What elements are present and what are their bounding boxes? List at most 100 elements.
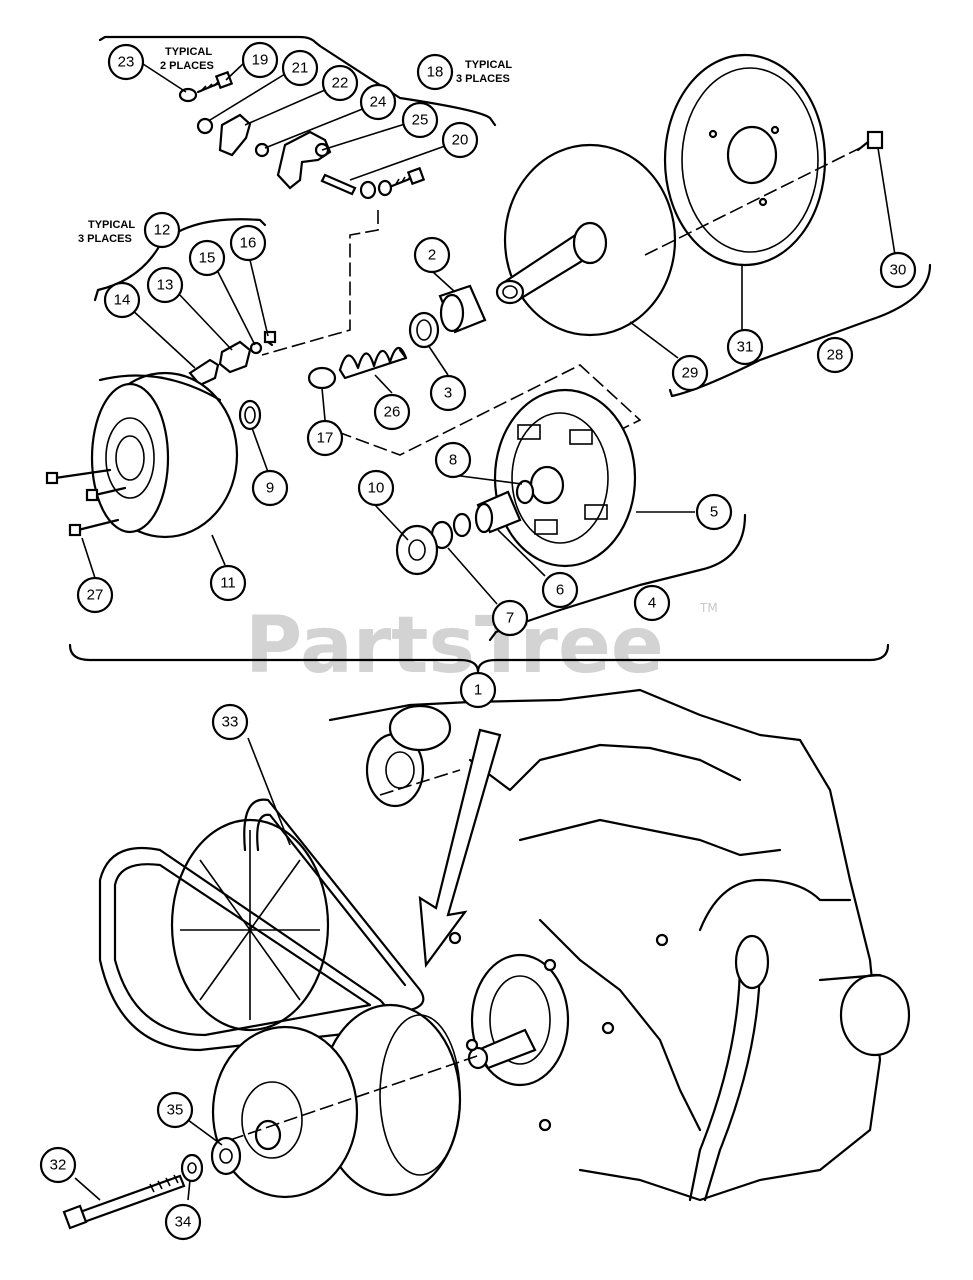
callout-15: 15	[188, 239, 226, 277]
callout-10: 10	[357, 469, 395, 507]
svg-text:18: 18	[427, 64, 444, 81]
watermark-trademark: TM	[699, 601, 718, 615]
callout-18: 18	[416, 53, 454, 91]
callout-33: 33	[211, 703, 249, 741]
svg-text:22: 22	[332, 75, 349, 92]
svg-text:13: 13	[157, 277, 174, 294]
bracket-4	[488, 513, 747, 642]
spring-26	[338, 346, 408, 380]
svg-text:16: 16	[240, 235, 257, 252]
callout-5: 5	[695, 493, 733, 531]
svg-text:3: 3	[444, 385, 452, 402]
note-typical-3-places-left-line2: 3 PLACES	[78, 233, 132, 245]
leader-lines	[74, 61, 896, 1201]
bracket-18	[98, 35, 497, 127]
washer-34	[180, 1153, 204, 1183]
lever-22	[218, 113, 252, 157]
callout-27: 27	[76, 576, 114, 614]
svg-text:19: 19	[252, 52, 269, 69]
washer-21	[196, 117, 214, 135]
callout-29: 29	[671, 354, 709, 392]
ring-3	[408, 311, 440, 349]
bushing-6	[474, 490, 522, 534]
callout-9: 9	[251, 469, 289, 507]
svg-text:28: 28	[827, 347, 844, 364]
callout-8: 8	[434, 441, 472, 479]
bolt-30	[856, 130, 884, 152]
callout-30: 30	[879, 251, 917, 289]
svg-text:24: 24	[370, 94, 387, 111]
callout-3: 3	[429, 374, 467, 412]
svg-text:1: 1	[474, 682, 482, 699]
roller-13	[218, 340, 252, 374]
svg-text:17: 17	[317, 430, 334, 447]
callout-24: 24	[359, 83, 397, 121]
svg-text:4: 4	[648, 595, 656, 612]
guide-line-center	[337, 364, 642, 456]
callout-2: 2	[413, 236, 451, 274]
clutch-cover-11	[90, 371, 239, 539]
svg-text:35: 35	[167, 1102, 184, 1119]
driven-sheave-29	[495, 143, 677, 337]
guide-line-weights	[261, 210, 379, 356]
engine-illustration	[98, 688, 911, 1202]
callout-12: 12	[143, 211, 181, 249]
callout-11: 11	[209, 564, 247, 602]
callout-19: 19	[241, 41, 279, 79]
callout-14: 14	[103, 281, 141, 319]
screws-27	[45, 468, 127, 537]
bolt-32	[62, 1174, 186, 1230]
svg-text:11: 11	[220, 575, 236, 592]
note-typical-2-places-line2: 2 PLACES	[160, 60, 214, 72]
callout-16: 16	[229, 224, 267, 262]
svg-text:31: 31	[737, 339, 754, 356]
svg-text:7: 7	[506, 610, 514, 627]
washer-10	[395, 524, 439, 576]
svg-text:10: 10	[368, 480, 385, 497]
svg-text:27: 27	[87, 587, 104, 604]
ring-8b	[452, 512, 472, 538]
callout-17: 17	[306, 419, 344, 457]
callout-6: 6	[541, 571, 579, 609]
callout-4: 4	[633, 584, 671, 622]
svg-text:32: 32	[50, 1157, 67, 1174]
note-typical-2-places-line1: TYPICAL	[165, 46, 212, 58]
bushing-2	[438, 284, 487, 334]
callout-26: 26	[373, 393, 411, 431]
callout-23: 23	[107, 43, 145, 81]
guide-line-31	[644, 147, 861, 256]
svg-text:5: 5	[710, 504, 718, 521]
svg-text:23: 23	[118, 54, 135, 71]
washer-20	[359, 180, 377, 200]
callout-7: 7	[491, 599, 529, 637]
callout-22: 22	[321, 64, 359, 102]
svg-text:29: 29	[682, 365, 699, 382]
washer-15	[249, 341, 263, 355]
ring-17	[307, 366, 337, 390]
callout-13: 13	[146, 266, 184, 304]
svg-text:12: 12	[154, 222, 171, 239]
svg-text:26: 26	[384, 404, 401, 421]
note-typical-3-places-top-line1: TYPICAL	[465, 59, 512, 71]
svg-text:2: 2	[428, 247, 436, 264]
callout-25: 25	[401, 101, 439, 139]
clutch-spider-5	[493, 388, 637, 568]
callout-34: 34	[164, 1203, 202, 1241]
svg-text:14: 14	[114, 292, 131, 309]
screw-25	[377, 166, 426, 197]
pulley-disc-31	[663, 53, 827, 267]
ring-8	[515, 479, 535, 505]
bracket-28	[668, 263, 932, 398]
callout-31: 31	[726, 328, 764, 366]
ring-9-inner	[244, 406, 256, 424]
svg-text:15: 15	[199, 250, 216, 267]
callout-21: 21	[281, 49, 319, 87]
watermark-text: PartsTree	[245, 601, 664, 691]
callout-32: 32	[39, 1146, 77, 1184]
svg-text:30: 30	[890, 262, 907, 279]
note-typical-3-places-top-line2: 3 PLACES	[456, 73, 510, 85]
callout-20: 20	[441, 121, 479, 159]
svg-text:8: 8	[449, 452, 457, 469]
svg-text:33: 33	[222, 714, 239, 731]
